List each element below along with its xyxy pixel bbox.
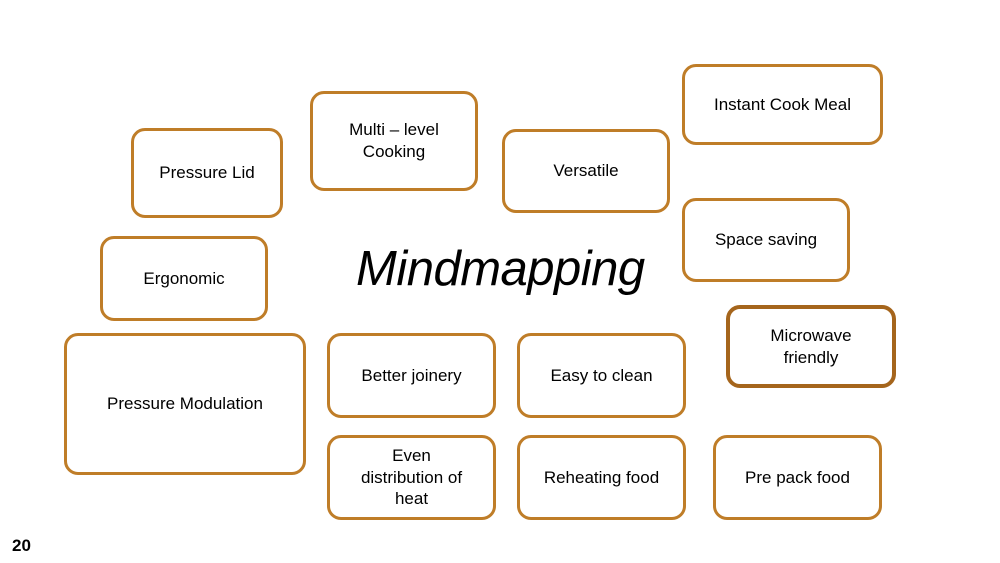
mindmap-center-title: Mindmapping <box>356 242 645 296</box>
mindmap-node-reheating-food[interactable]: Reheating food <box>517 435 686 520</box>
mindmap-node-pressure-modulation[interactable]: Pressure Modulation <box>64 333 306 475</box>
mindmap-node-pressure-lid[interactable]: Pressure Lid <box>131 128 283 218</box>
mindmap-node-easy-to-clean[interactable]: Easy to clean <box>517 333 686 418</box>
mindmap-node-even-distribution-of-heat[interactable]: Even distribution of heat <box>327 435 496 520</box>
mindmap-node-versatile[interactable]: Versatile <box>502 129 670 213</box>
slide-number: 20 <box>12 536 31 555</box>
mindmap-node-label: Even distribution of heat <box>360 445 463 509</box>
mindmap-node-multi-level-cooking[interactable]: Multi – level Cooking <box>310 91 478 191</box>
mindmap-node-label: Easy to clean <box>550 365 653 385</box>
mindmap-node-label: Better joinery <box>361 365 462 385</box>
mindmap-node-label: Pressure Lid <box>159 163 255 183</box>
mindmap-node-label: Pre pack food <box>745 467 850 487</box>
mindmap-node-label: Multi – level Cooking <box>349 120 439 161</box>
mindmap-node-label: Instant Cook Meal <box>713 94 851 114</box>
mindmap-node-better-joinery[interactable]: Better joinery <box>327 333 496 418</box>
mindmap-node-ergonomic[interactable]: Ergonomic <box>100 236 268 321</box>
mindmap-node-label: Reheating food <box>543 467 660 487</box>
mindmap-node-space-saving[interactable]: Space saving <box>682 198 850 282</box>
mindmap-node-pre-pack-food[interactable]: Pre pack food <box>713 435 882 520</box>
mindmap-node-instant-cook-meal[interactable]: Instant Cook Meal <box>682 64 883 145</box>
mindmap-node-microwave-friendly[interactable]: Microwave friendly <box>726 305 896 388</box>
mindmap-node-label: Microwave friendly <box>770 325 852 367</box>
mindmap-node-label: Ergonomic <box>143 268 225 288</box>
mindmap-node-label: Pressure Modulation <box>107 394 263 414</box>
mindmap-node-label: Versatile <box>553 161 619 181</box>
mindmap-node-label: Space saving <box>714 230 818 250</box>
